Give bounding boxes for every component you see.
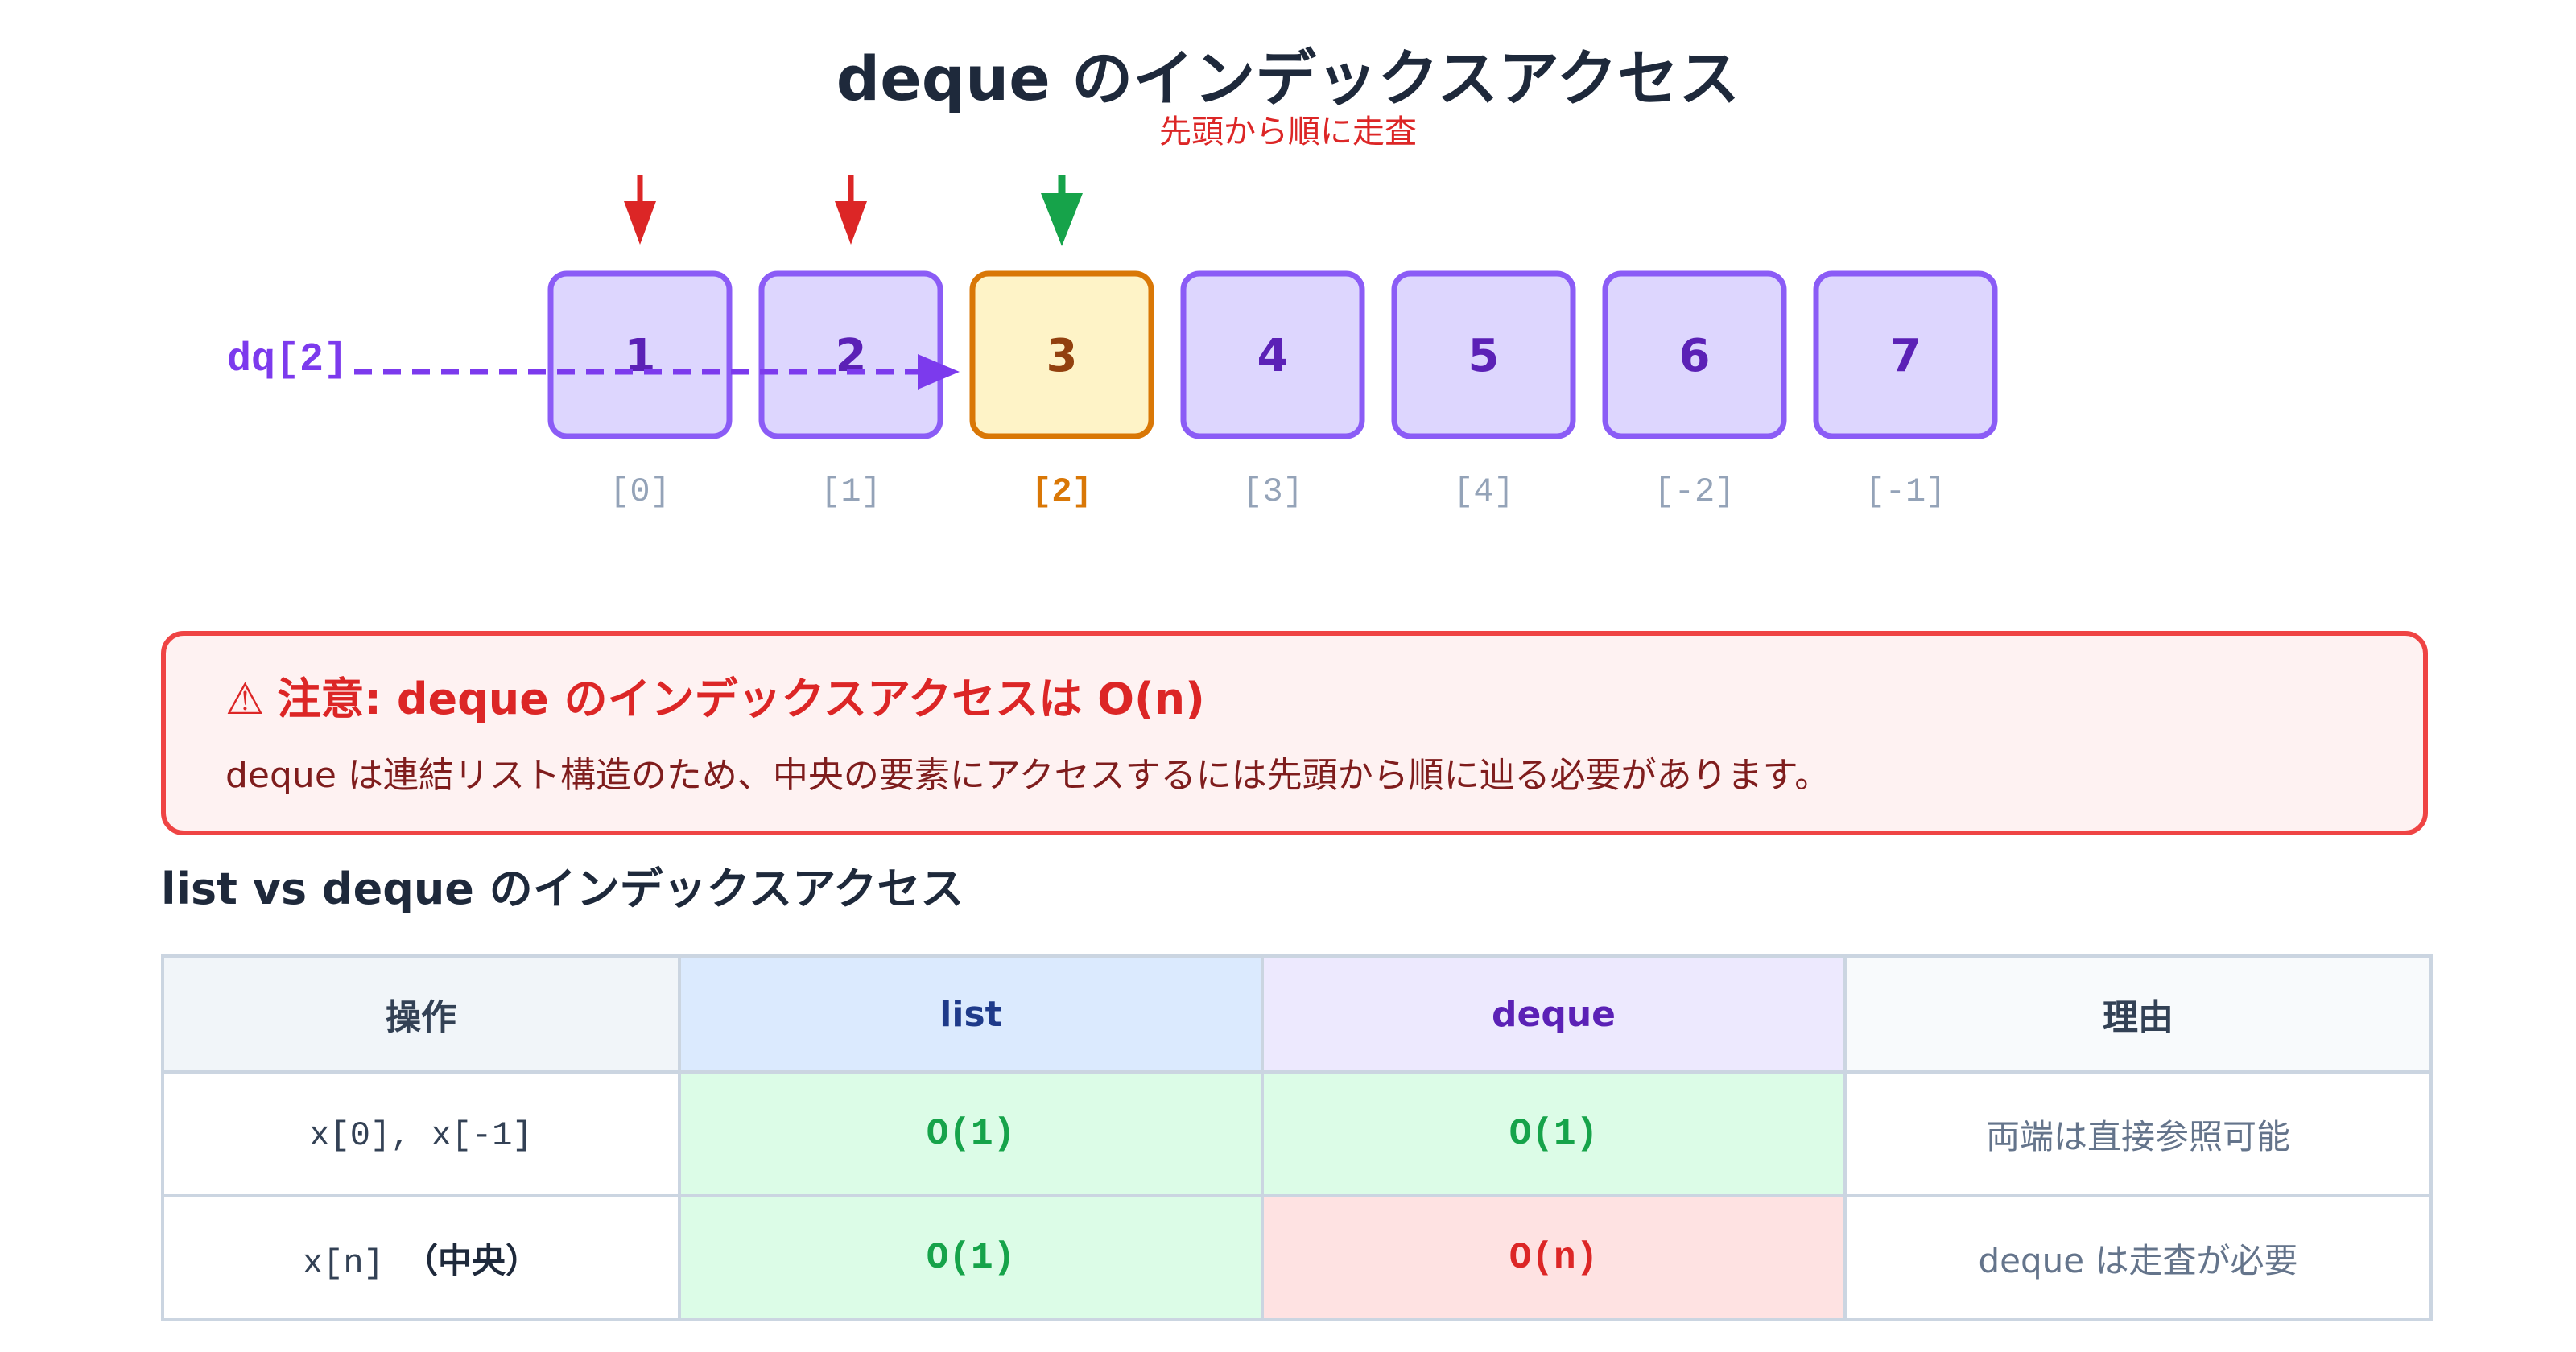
header-deque: deque (1261, 954, 1847, 1074)
deque-index-label: [0] (609, 472, 671, 511)
deque-cell-value: 3 (1046, 330, 1078, 382)
operation-note: （中央） (404, 1240, 540, 1280)
traversal-arrow-icon (835, 175, 867, 245)
header-list: list (678, 954, 1264, 1074)
deque-index-label: [1] (820, 472, 881, 511)
page-subtitle: 先頭から順に走査 (1159, 113, 1417, 150)
reason-cell: 両端は直接参照可能 (1843, 1070, 2433, 1197)
access-expression-label: dq[2] (227, 337, 348, 383)
deque-cell-value: 6 (1679, 330, 1711, 382)
deque-index-label: [-2] (1654, 472, 1736, 511)
operation-code: x[n] (302, 1243, 384, 1283)
table-header-row: 操作 list deque 理由 (161, 954, 2433, 1074)
warning-title-text: 注意: deque のインデックスアクセスは O(n) (277, 674, 1205, 724)
list-complexity-cell: O(1) (678, 1070, 1264, 1197)
deque-index-label: [3] (1242, 472, 1303, 511)
operation-cell: x[0], x[-1] (161, 1070, 681, 1197)
operation-code: x[0], x[-1] (309, 1116, 533, 1155)
list-complexity-cell: O(1) (678, 1194, 1264, 1321)
reason-cell: deque は走査が必要 (1843, 1194, 2433, 1321)
warning-title: ⚠注意: deque のインデックスアクセスは O(n) (225, 671, 1205, 728)
deque-cell (1602, 270, 1787, 439)
target-arrow-icon (1041, 175, 1083, 246)
operation-cell: x[n] （中央） (161, 1194, 681, 1321)
deque-complexity-cell: O(1) (1261, 1070, 1847, 1197)
comparison-title: list vs deque のインデックスアクセス (161, 864, 964, 914)
deque-cell (758, 270, 943, 439)
deque-index-label: [2] (1031, 472, 1092, 511)
table-row: x[0], x[-1] O(1) O(1) 両端は直接参照可能 (161, 1070, 2433, 1197)
deque-index-label: [4] (1453, 472, 1514, 511)
deque-cell (1391, 270, 1576, 439)
deque-index-label: [-1] (1865, 472, 1946, 511)
deque-cell-value: 7 (1890, 330, 1922, 382)
header-operation: 操作 (161, 954, 681, 1074)
deque-cell (547, 270, 733, 439)
page-title: deque のインデックスアクセス (836, 43, 1740, 114)
table-row: x[n] （中央） O(1) O(n) deque は走査が必要 (161, 1194, 2433, 1321)
warning-triangle-icon: ⚠ (225, 674, 265, 724)
deque-cell (1180, 270, 1365, 439)
deque-cell-value: 5 (1468, 330, 1500, 382)
warning-box: ⚠注意: deque のインデックスアクセスは O(n) deque は連結リス… (161, 631, 2428, 835)
deque-cell (1813, 270, 1998, 439)
access-arrow-head-icon (918, 354, 960, 390)
deque-cell-value: 4 (1257, 330, 1289, 382)
deque-cell-target (969, 270, 1154, 439)
deque-complexity-cell: O(n) (1261, 1194, 1847, 1321)
traversal-arrow-icon (624, 175, 656, 245)
comparison-table: 操作 list deque 理由 x[0], x[-1] O(1) O(1) 両… (161, 954, 2433, 1321)
header-reason: 理由 (1843, 954, 2433, 1074)
warning-body: deque は連結リスト構造のため、中央の要素にアクセスするには先頭から順に辿る… (225, 755, 1831, 796)
deque-diagram: 1[0]2[1]3[2]4[3]5[4]6[-2]7[-1] dq[2] (227, 175, 1998, 511)
